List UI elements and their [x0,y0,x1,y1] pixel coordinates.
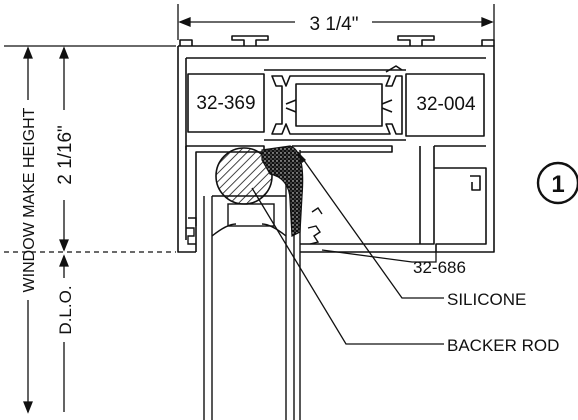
window-make-height-label: WINDOW MAKE HEIGHT [21,107,38,292]
detail-number: 1 [551,171,564,198]
frame-extrusion [177,35,495,253]
silicone-label: SILICONE [447,290,526,309]
width-dimension [177,4,495,40]
left-glazing-clip [186,217,197,245]
backer-rod [215,147,273,205]
height-label: 2 1/16" [55,125,76,185]
width-label: 3 1/4" [309,14,358,35]
silicone-bead [261,145,304,237]
silicone-arrowhead [298,152,306,163]
part-label-glazing: 32-686 [413,258,466,277]
part-label-right: 32-004 [416,94,476,115]
detail-number-circle [536,161,578,205]
leader-lines [251,151,444,345]
part-label-left: 32-369 [196,93,255,114]
backer-rod-label: BACKER ROD [447,336,559,355]
dlo-label: D.L.O. [56,285,75,334]
right-glazing-clip [307,207,323,245]
height-dimensions [4,45,176,414]
